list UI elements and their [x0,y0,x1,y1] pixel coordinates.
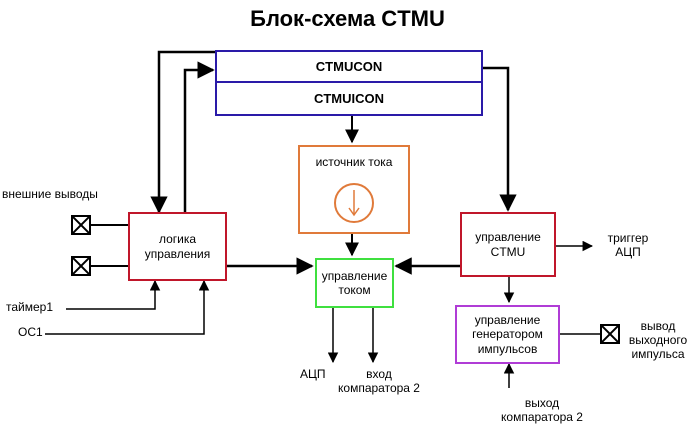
external-pin-2 [71,256,91,276]
external-pin-1 [71,215,91,235]
current-source-block: источник тока [298,145,410,234]
ctmuicon-register: CTMUICON [215,83,483,116]
current-control-block: управление током [315,258,394,308]
control-logic-block: логика управления [128,212,227,281]
external-pins-label: внешние выводы [2,187,98,201]
ctmu-control-block: управление CTMU [460,212,556,277]
oc1-label: ОС1 [18,325,43,339]
pin-cross-icon [73,217,89,233]
timer1-label: таймер1 [6,300,54,314]
trigger-adc-label: триггер АЦП [607,231,649,259]
wire-ctmucon-to-ctmu-control [482,66,517,212]
pulse-generator-control-block: управление генератором импульсов [455,305,560,364]
pin-cross-icon [73,258,89,274]
wire-timer1-to-logic [66,279,161,310]
pin-cross-icon [602,326,618,342]
pulse-output-pin [600,324,620,344]
wire-oc1-to-logic [45,279,210,335]
wire-logic-to-ctmucon [183,61,215,212]
current-source-icon [334,183,374,223]
comparator2-input-label: вход компаратора 2 [338,367,420,395]
wire-ctmucon-to-logic [150,50,215,214]
ctmucon-register: CTMUCON [215,50,483,83]
comparator2-output-label: выход компаратора 2 [501,396,583,424]
pulse-output-label: вывод выходного импульса [628,319,688,361]
current-source-label: источник тока [315,155,393,169]
diagram-title: Блок-схема CTMU [250,6,445,31]
adc-label: АЦП [300,367,326,381]
